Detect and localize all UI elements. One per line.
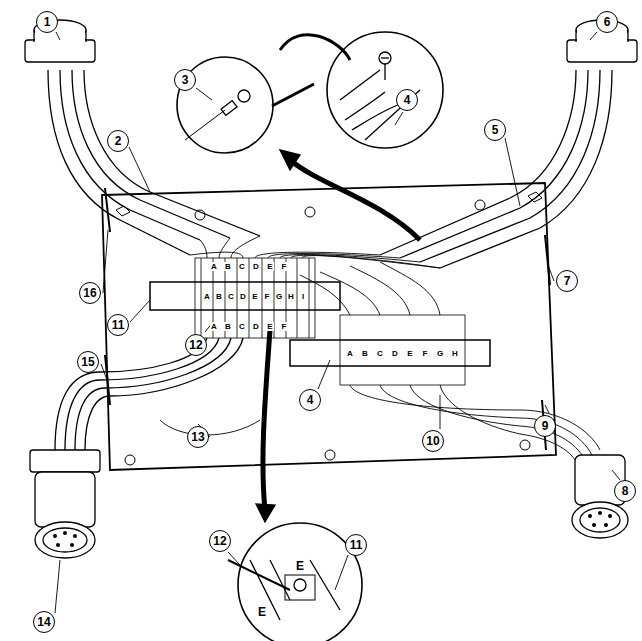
callout-number: 4 [396,89,418,111]
callout-number: 3 [174,69,196,91]
callout-number: 6 [596,11,618,33]
callout-number: 7 [556,270,578,292]
terminal-letter: D [252,262,260,271]
callout-number: 1 [36,11,58,33]
terminal-letter: A [203,292,211,301]
terminal-letter: D [391,349,399,358]
terminal-letter: E [295,560,305,573]
terminal-letter: E [406,349,413,358]
callout-number: 4 [299,389,321,411]
terminal-letter: A [210,262,218,271]
terminal-letter: D [252,322,260,331]
terminal-letter: C [376,349,384,358]
terminal-letter: F [281,322,288,331]
callout-number: 13 [187,426,209,448]
callout-number: 10 [422,430,444,452]
terminal-letter: B [224,322,232,331]
terminal-letter: H [451,349,459,358]
callout-number: 12 [209,530,231,552]
callout-number: 15 [77,351,99,373]
callout-number: 12 [185,334,207,356]
terminal-letter: E [266,322,273,331]
terminal-letter: B [215,292,223,301]
terminal-letter: E [266,262,273,271]
callout-number: 16 [79,282,101,304]
terminal-letter: F [281,262,288,271]
callout-number: 11 [345,534,367,556]
terminal-letter: F [264,292,271,301]
terminal-letter: C [227,292,235,301]
terminal-letter: A [210,322,218,331]
callout-number: 14 [33,611,55,633]
terminal-letter: A [346,349,354,358]
terminal-letter: G [275,292,283,301]
terminal-letter: H [287,292,295,301]
callout-number: 9 [534,415,556,437]
callout-number: 8 [614,480,636,502]
terminal-letter: D [239,292,247,301]
terminal-letter: I [301,292,305,301]
terminal-letter: G [436,349,444,358]
terminal-letter: C [238,262,246,271]
callout-number: 11 [107,314,129,336]
terminal-letter: C [238,322,246,331]
terminal-letter: B [361,349,369,358]
terminal-letter: E [257,606,267,619]
terminal-letter: B [224,262,232,271]
callout-number: 5 [484,119,506,141]
terminal-letter: F [422,349,429,358]
terminal-letter: E [251,292,258,301]
callout-number: 2 [107,130,129,152]
